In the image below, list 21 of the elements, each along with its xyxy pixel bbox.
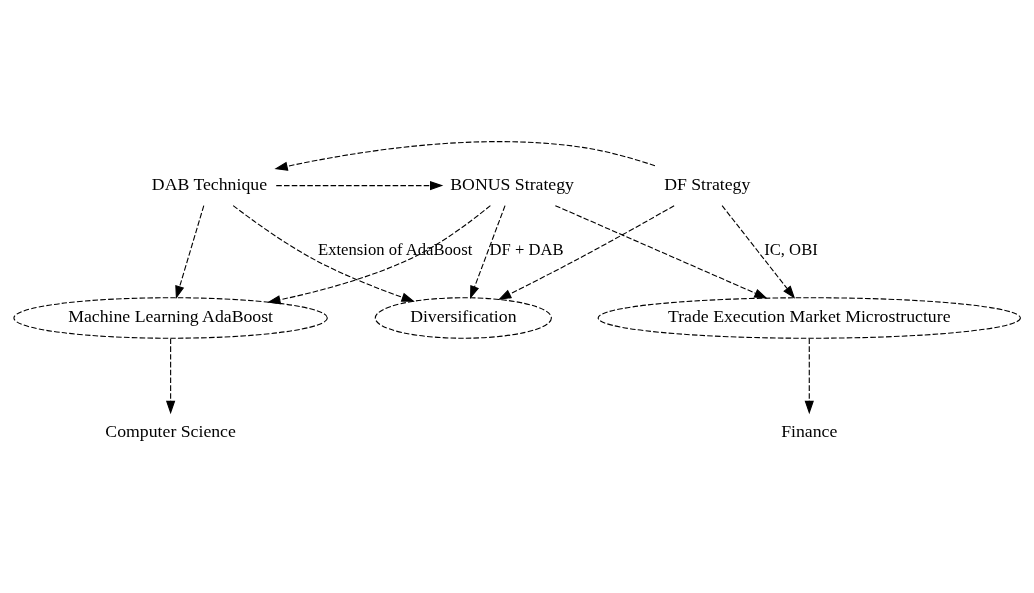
edge-label: IC, OBI bbox=[764, 239, 818, 259]
arrow bbox=[274, 140, 656, 171]
arrow bbox=[498, 204, 675, 300]
edge-label: DF + DAB bbox=[489, 239, 564, 259]
arrow bbox=[721, 204, 796, 299]
arrow bbox=[232, 204, 415, 302]
node-ellipse: Diversification bbox=[374, 296, 552, 339]
arrow bbox=[470, 204, 506, 299]
arrow bbox=[267, 204, 491, 304]
arrow bbox=[275, 180, 444, 190]
node-text: Finance bbox=[781, 420, 838, 441]
node-text: BONUS Strategy bbox=[450, 173, 574, 194]
node-text: DAB Technique bbox=[151, 173, 268, 194]
node-text: Computer Science bbox=[105, 420, 236, 441]
arrow bbox=[554, 204, 768, 299]
node-ellipse: Trade Execution Market Microstructure bbox=[597, 296, 1021, 339]
arrow bbox=[175, 204, 205, 299]
arrow bbox=[165, 337, 176, 414]
edge-label: Extension of AdaBoost bbox=[318, 239, 473, 259]
arrow bbox=[804, 337, 814, 414]
node-text: DF Strategy bbox=[664, 173, 751, 194]
